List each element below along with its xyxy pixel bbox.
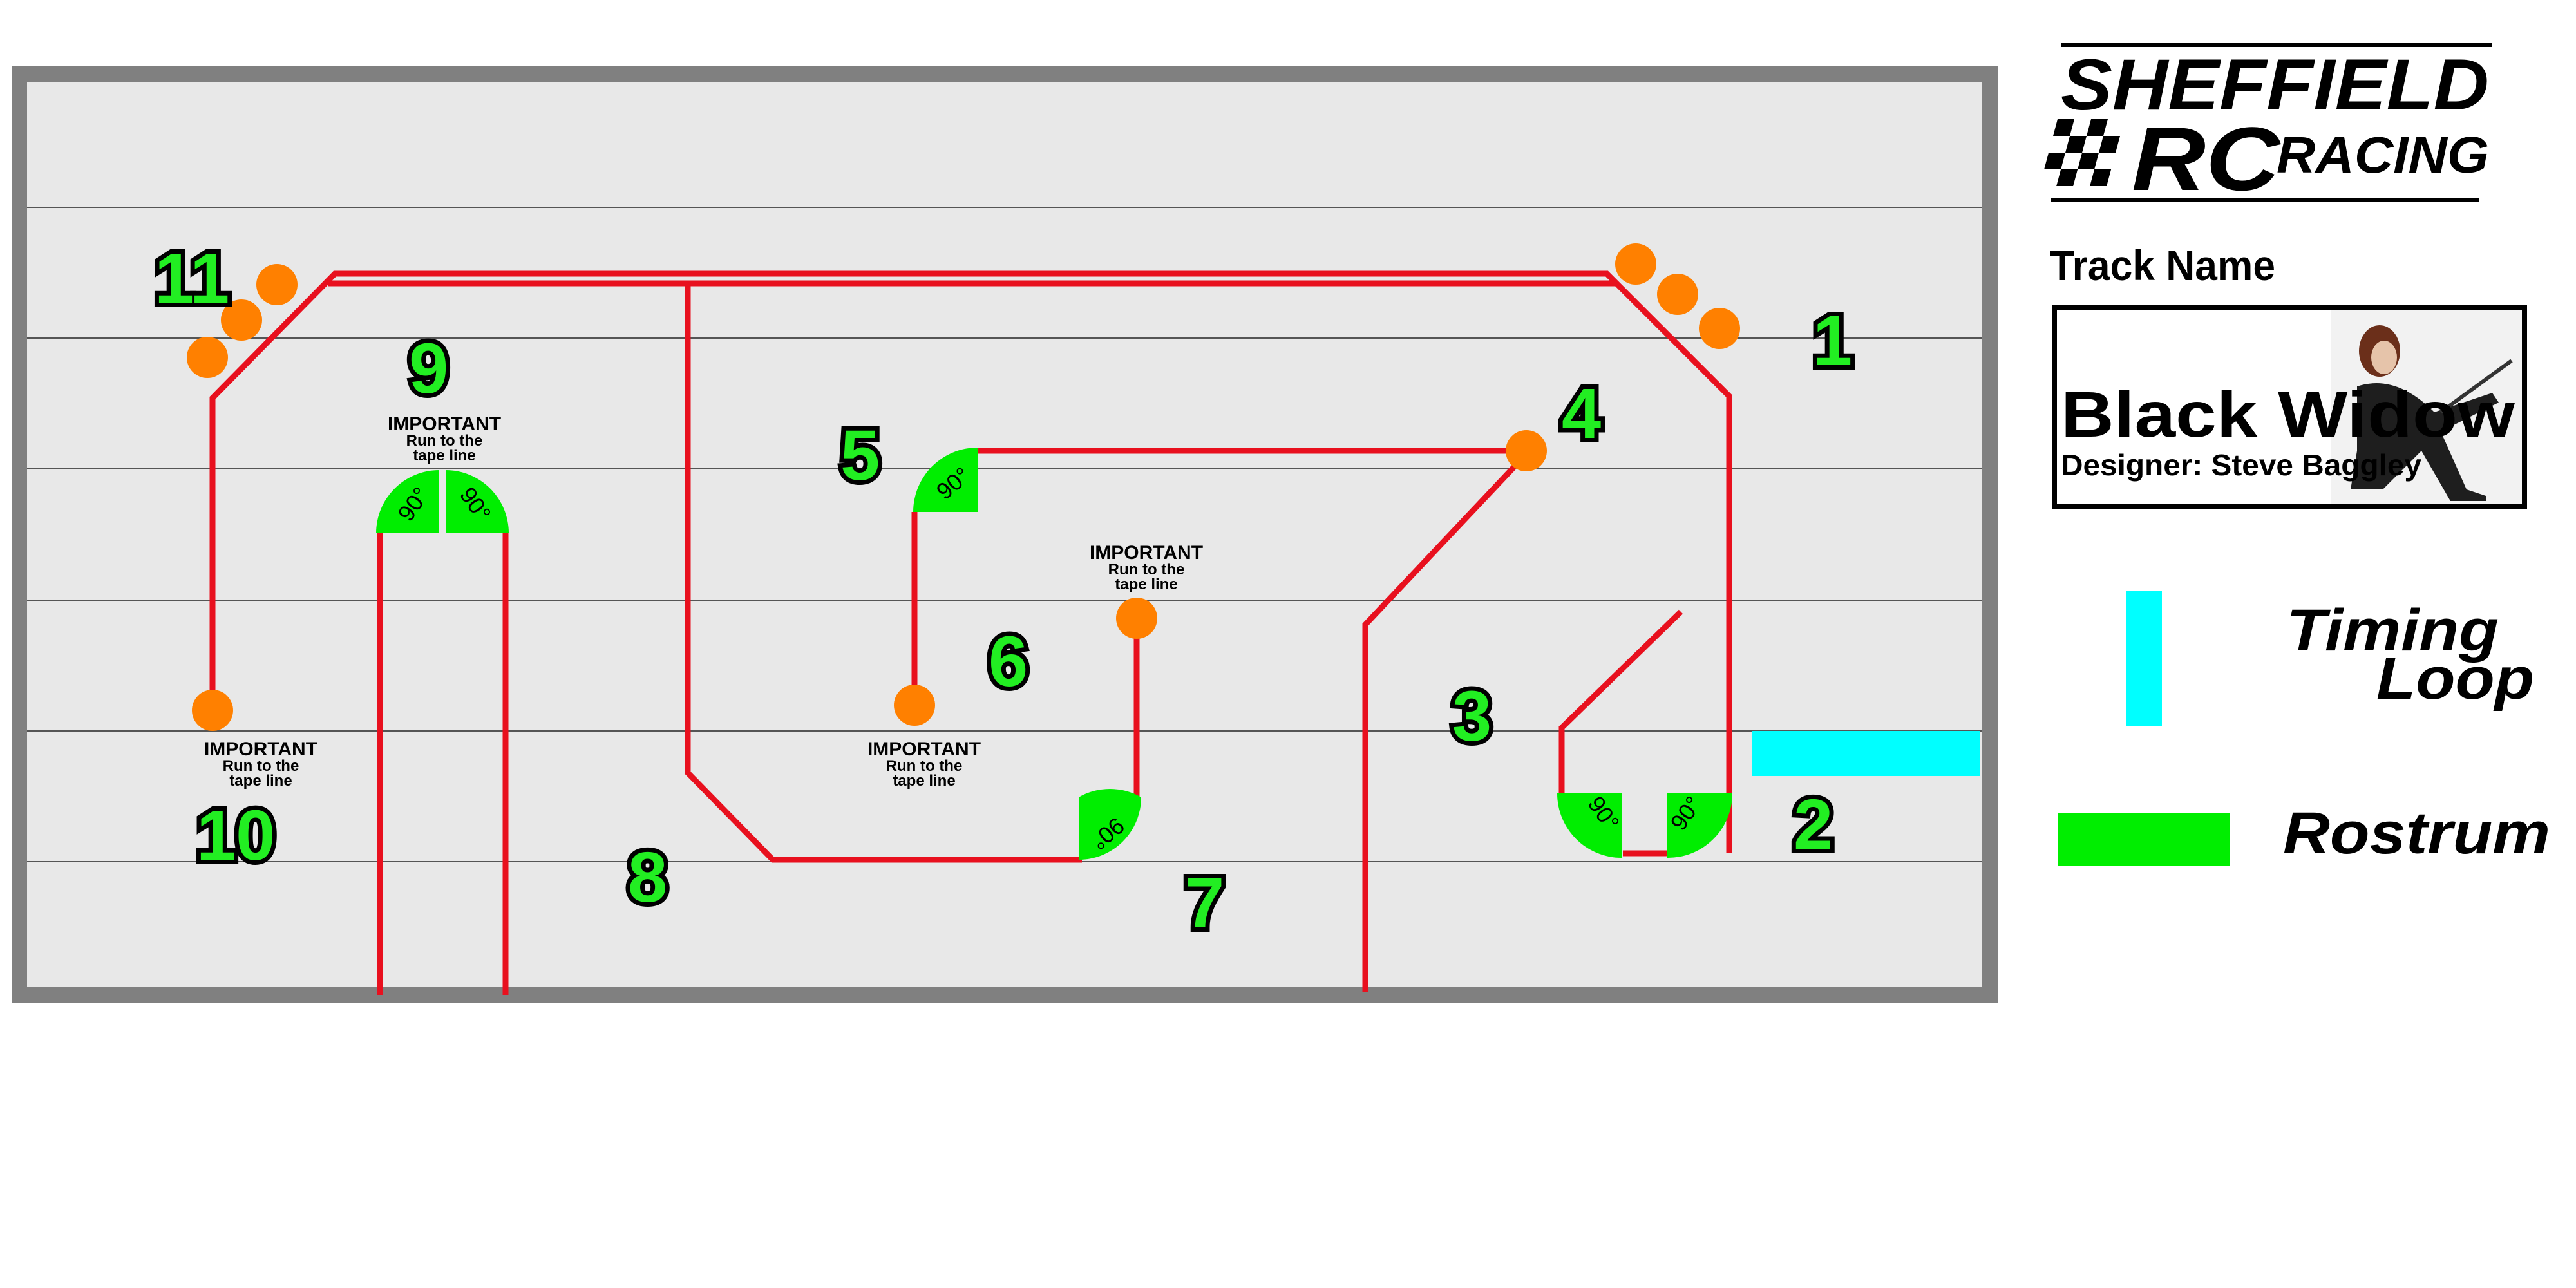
- legend-timing-loop-swatch: [2126, 591, 2162, 726]
- legend-timing-loop-label: Loop: [2376, 646, 2534, 712]
- note-line: Run to the: [1108, 561, 1185, 578]
- marker-cone: [192, 690, 233, 731]
- marker-cone: [256, 264, 298, 305]
- rostrum-corner-2: [1667, 793, 1732, 858]
- important-note: IMPORTANT Run to the tape line: [867, 739, 981, 790]
- legend-rostrum-label: Rostrum: [2283, 800, 2550, 866]
- rostrum-corner-5: [913, 448, 978, 512]
- corner-number-1: 1: [1813, 301, 1852, 381]
- note-line: Run to the: [886, 757, 963, 775]
- marker-cone: [1615, 243, 1656, 285]
- logo-racing-text: RACING: [2277, 126, 2489, 184]
- black-widow-illustration: [2331, 310, 2522, 504]
- corner-number-10: 10: [196, 796, 275, 875]
- legend: Timing Loop Rostrum: [2058, 591, 2550, 866]
- corner-number-7: 7: [1185, 864, 1224, 943]
- corner-number-3: 3: [1452, 677, 1492, 756]
- corner-number-6: 6: [989, 622, 1028, 701]
- marker-cone: [1699, 308, 1740, 349]
- legend-rostrum-swatch: [2058, 813, 2230, 866]
- rostrum-corner-9-left: [376, 470, 439, 533]
- corner-number-11: 11: [155, 239, 229, 318]
- checkered-flag-icon: [2044, 119, 2121, 186]
- note-line: tape line: [893, 772, 955, 790]
- note-heading: IMPORTANT: [388, 413, 501, 435]
- corner-number-4: 4: [1562, 374, 1601, 453]
- marker-cone: [1506, 430, 1547, 471]
- corner-number-8: 8: [628, 838, 667, 917]
- note-heading: IMPORTANT: [1090, 542, 1203, 564]
- note-line: Run to the: [223, 757, 299, 775]
- timing-loop-on-track: [1752, 731, 1980, 776]
- track-lines: [209, 270, 1732, 995]
- marker-cones: [187, 243, 1740, 731]
- corner-number-2: 2: [1794, 785, 1833, 864]
- track-name-card: Black Widow Designer: Steve Baggley: [2052, 305, 2527, 509]
- marker-cone: [894, 685, 935, 726]
- marker-cone: [1657, 274, 1698, 315]
- logo-sheffield-text: SHEFFIELD: [2061, 44, 2489, 125]
- note-line: Run to the: [406, 432, 483, 450]
- rostrum-corner-7: [1079, 789, 1141, 860]
- note-line: tape line: [413, 447, 475, 464]
- corner-number-9: 9: [409, 329, 448, 408]
- important-note: IMPORTANT Run to the tape line: [204, 739, 317, 790]
- floor-area: [12, 66, 1998, 1003]
- marker-cone: [187, 337, 228, 378]
- track-line-corner-3: [1558, 609, 1683, 802]
- legend-timing-loop-label: Timing: [2286, 598, 2499, 663]
- note-heading: IMPORTANT: [204, 739, 317, 760]
- track-name: Black Widow: [2061, 379, 2515, 451]
- track-name-heading: Track Name: [2050, 242, 2275, 289]
- marker-cone: [1116, 598, 1157, 639]
- track-line-corner-7-8: [685, 283, 1082, 863]
- note-heading: IMPORTANT: [867, 739, 981, 760]
- note-line: tape line: [1115, 576, 1177, 593]
- track-line-corner-4: [1362, 451, 1529, 992]
- track-line-outer: [209, 270, 1732, 853]
- corner-numbers: 1 2 3 4 5 6 7 8 9 10 11: [150, 234, 1857, 947]
- rostrum-corner-3: [1557, 793, 1622, 858]
- sheffield-rc-racing-logo: SHEFFIELD RC RACING: [2044, 43, 2492, 209]
- rostrum-corner-9-right: [446, 470, 509, 533]
- logo-rc-text: RC: [2132, 108, 2281, 209]
- important-note: IMPORTANT Run to the tape line: [1090, 542, 1203, 593]
- track-floor: [12, 66, 1998, 1003]
- track-designer: Designer: Steve Baggley: [2061, 448, 2421, 482]
- important-note: IMPORTANT Run to the tape line: [388, 413, 501, 464]
- note-line: tape line: [229, 772, 292, 790]
- rostrums: [376, 448, 1732, 860]
- corner-number-5: 5: [840, 416, 880, 495]
- marker-cone: [221, 299, 262, 341]
